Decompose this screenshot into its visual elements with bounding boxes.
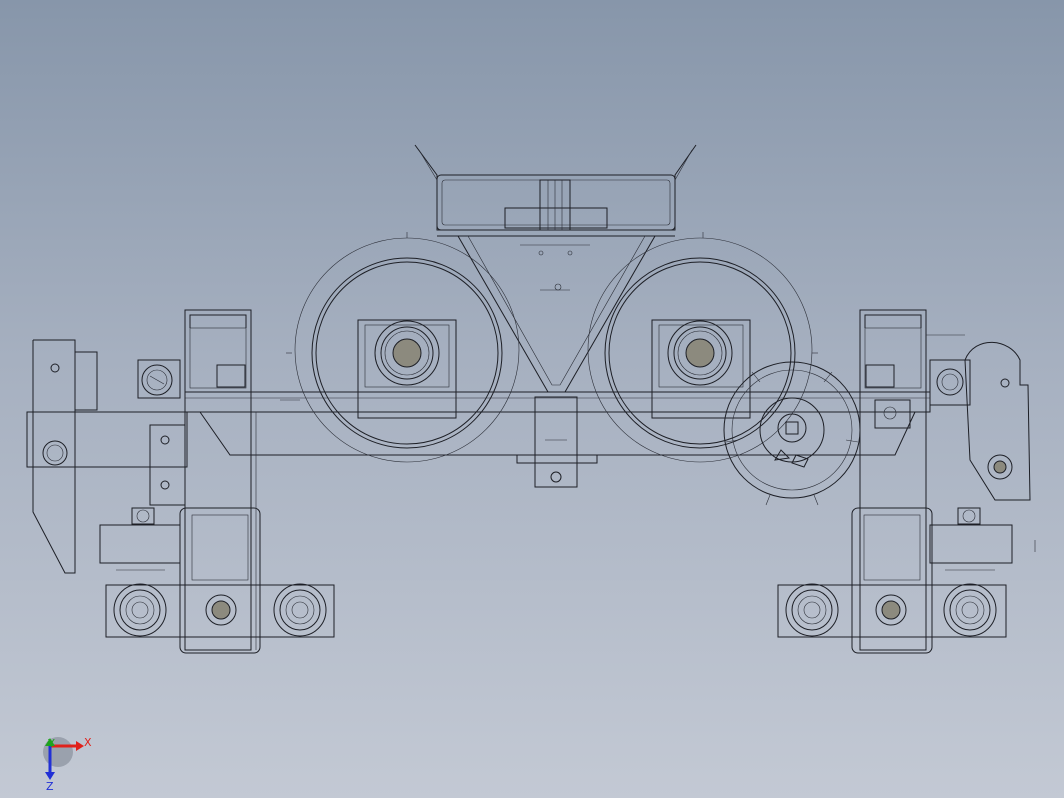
z-axis-label: Z xyxy=(46,780,54,793)
left-bracket xyxy=(26,339,188,574)
right-swing-arm xyxy=(926,334,1031,501)
x-axis-label: X xyxy=(84,736,92,749)
left-upright xyxy=(149,309,261,654)
y-axis-arrowhead xyxy=(45,738,55,746)
drive-wheel-left xyxy=(286,232,520,463)
x-axis-arrowhead xyxy=(76,741,84,751)
main-beam xyxy=(184,391,931,488)
z-axis-arrowhead xyxy=(45,772,55,780)
right-roller-assembly xyxy=(777,507,1036,638)
gear xyxy=(723,361,861,506)
y-axis-label: Y xyxy=(47,737,55,750)
left-roller-assembly xyxy=(99,507,335,638)
drive-wheel-right xyxy=(587,232,818,463)
coordinate-triad: X Y Z xyxy=(43,736,92,793)
hopper xyxy=(414,144,697,393)
right-upright xyxy=(851,309,933,654)
